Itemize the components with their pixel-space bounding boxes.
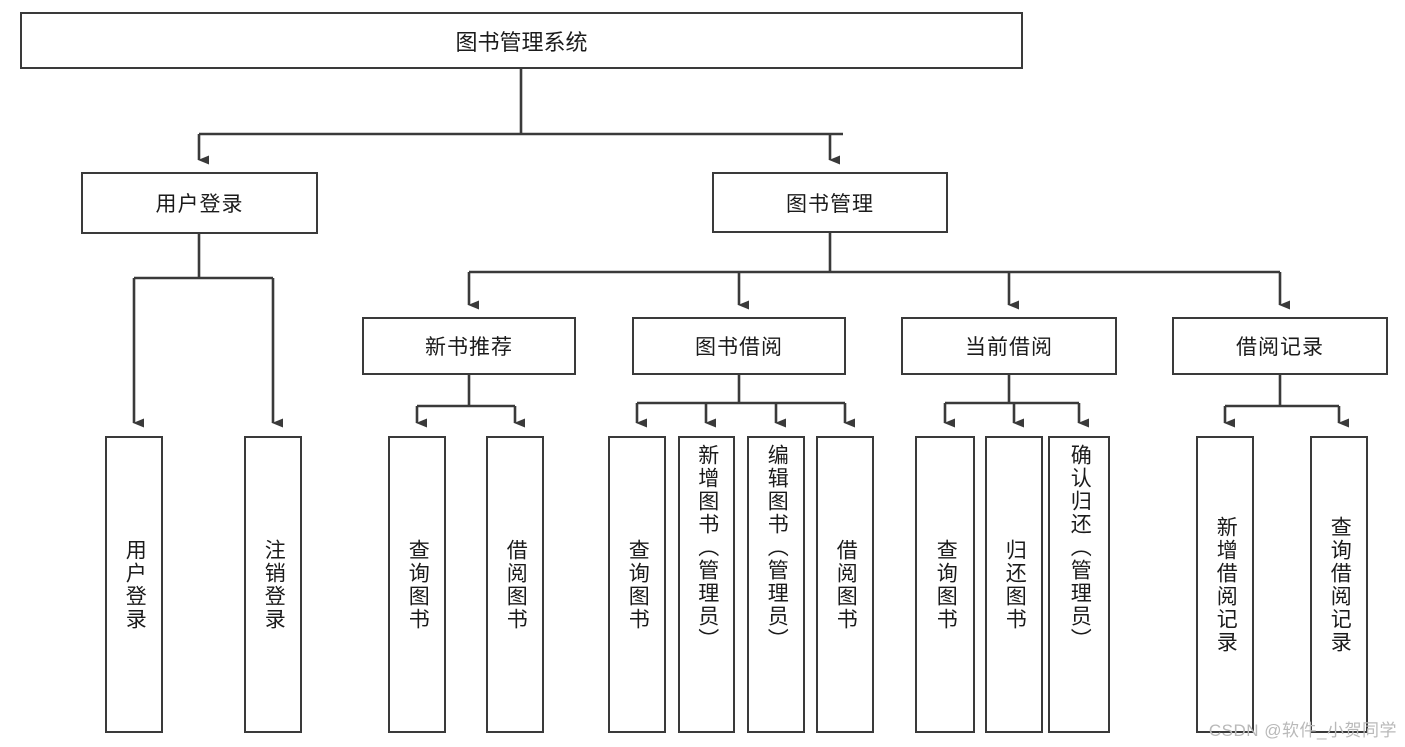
leaf-label: 用户登录 — [123, 538, 147, 631]
node-book-manage[interactable]: 图书管理 — [712, 172, 948, 233]
leaf-label: 编辑图书（管理员） — [765, 444, 789, 651]
node-root-system[interactable]: 图书管理系统 — [20, 12, 1023, 69]
node-current-borrow[interactable]: 当前借阅 — [901, 317, 1117, 375]
node-leaf-return-book[interactable]: 归还图书 — [985, 436, 1043, 733]
leaf-label: 查询借阅记录 — [1328, 515, 1352, 654]
node-leaf-query-book[interactable]: 查询图书 — [608, 436, 666, 733]
node-leaf-query-book-recommend[interactable]: 查询图书 — [388, 436, 446, 733]
node-leaf-logout[interactable]: 注销登录 — [244, 436, 302, 733]
node-leaf-add-borrow-record[interactable]: 新增借阅记录 — [1196, 436, 1254, 733]
leaf-label: 借阅图书 — [834, 538, 858, 631]
leaf-label: 注销登录 — [262, 538, 286, 631]
leaf-label: 查询图书 — [406, 538, 430, 631]
leaf-label: 确认归还（管理员） — [1068, 444, 1092, 651]
node-leaf-edit-book-admin[interactable]: 编辑图书（管理员） — [747, 436, 805, 733]
leaf-label: 借阅图书 — [504, 538, 528, 631]
node-leaf-borrow-book-recommend[interactable]: 借阅图书 — [486, 436, 544, 733]
node-user-login[interactable]: 用户登录 — [81, 172, 318, 234]
leaf-label: 归还图书 — [1003, 538, 1027, 631]
leaf-label: 新增借阅记录 — [1214, 515, 1238, 654]
node-new-book-recommend[interactable]: 新书推荐 — [362, 317, 576, 375]
node-borrow-record[interactable]: 借阅记录 — [1172, 317, 1388, 375]
node-leaf-query-borrow-record[interactable]: 查询借阅记录 — [1310, 436, 1368, 733]
watermark-credit: CSDN @软件_小贺同学 — [1208, 721, 1397, 740]
node-book-borrow[interactable]: 图书借阅 — [632, 317, 846, 375]
leaf-label: 查询图书 — [626, 538, 650, 631]
leaf-label: 新增图书（管理员） — [695, 444, 719, 651]
node-leaf-confirm-return-admin[interactable]: 确认归还（管理员） — [1048, 436, 1110, 733]
node-leaf-user-login[interactable]: 用户登录 — [105, 436, 163, 733]
node-leaf-query-book-current[interactable]: 查询图书 — [915, 436, 975, 733]
node-leaf-add-book-admin[interactable]: 新增图书（管理员） — [678, 436, 735, 733]
node-leaf-borrow-book[interactable]: 借阅图书 — [816, 436, 874, 733]
leaf-label: 查询图书 — [934, 538, 958, 631]
